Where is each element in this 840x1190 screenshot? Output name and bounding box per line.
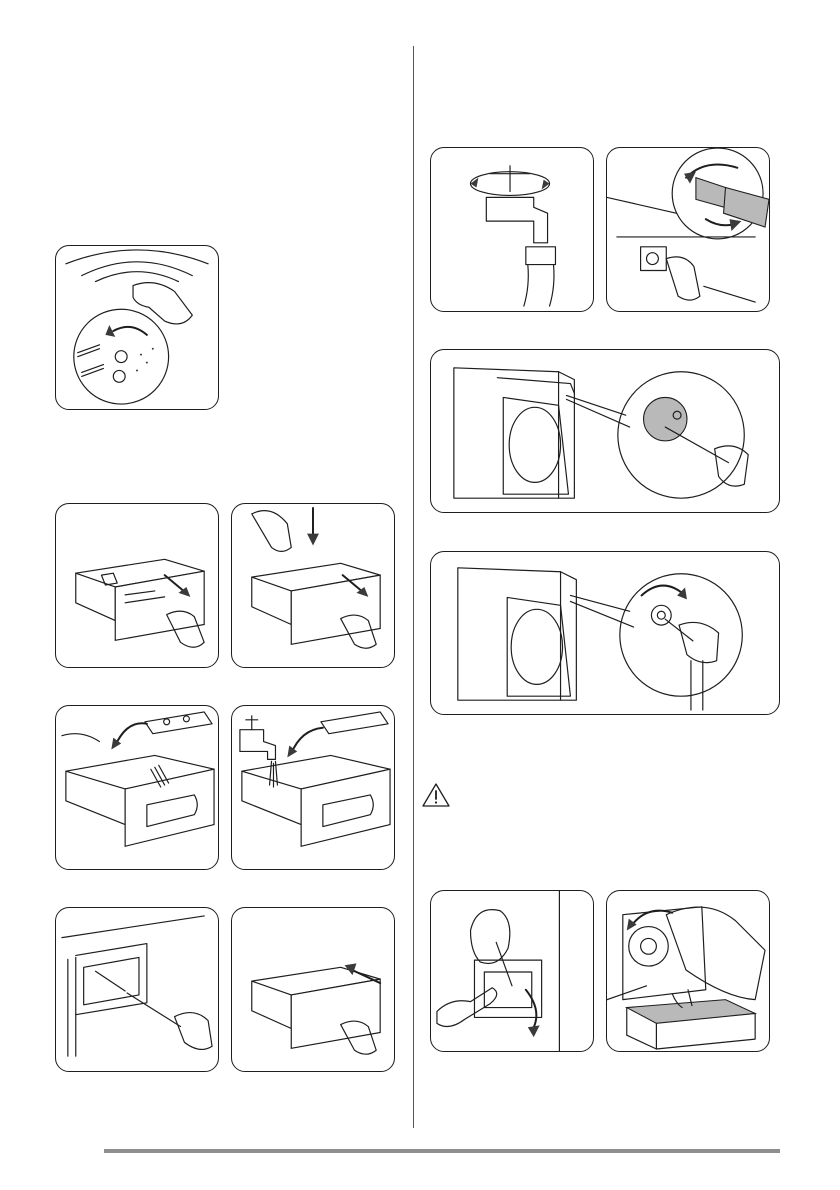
tap-close-icon (431, 148, 593, 311)
brush-icon (56, 908, 218, 1071)
footer-rule (104, 1149, 780, 1153)
door-seal-cleaning-illustration (55, 245, 219, 410)
warning-triangle-icon (421, 782, 451, 808)
inlet-hose-reattach-illustration (430, 551, 780, 715)
hose-unscrew-icon (607, 148, 769, 311)
drawer-release-icon (232, 504, 394, 667)
dispenser-remove-insert-illustration (55, 705, 219, 870)
dispenser-recess-brush-illustration (55, 907, 219, 1072)
dispenser-rinse-illustration (231, 705, 395, 870)
drawer-pull-icon (56, 504, 218, 667)
door-seal-icon (56, 246, 218, 409)
water-tap-close-illustration (430, 147, 594, 312)
drawer-push-icon (232, 908, 394, 1071)
dispenser-push-in-illustration (231, 907, 395, 1072)
hose-reattach-icon (431, 552, 779, 714)
inlet-filter-clean-illustration (430, 349, 780, 513)
filter-brush-icon (431, 350, 779, 512)
drain-filter-unscrew-illustration (606, 890, 770, 1052)
drain-filter-icon (607, 891, 769, 1051)
tap-rinse-icon (232, 706, 394, 869)
dispenser-pull-out-illustration (55, 503, 219, 668)
inlet-hose-unscrew-illustration (606, 147, 770, 312)
flap-open-icon (431, 891, 593, 1051)
column-divider (413, 46, 414, 1128)
drain-filter-flap-open-illustration (430, 890, 594, 1052)
insert-remove-icon (56, 706, 218, 869)
dispenser-press-release-illustration (231, 503, 395, 668)
